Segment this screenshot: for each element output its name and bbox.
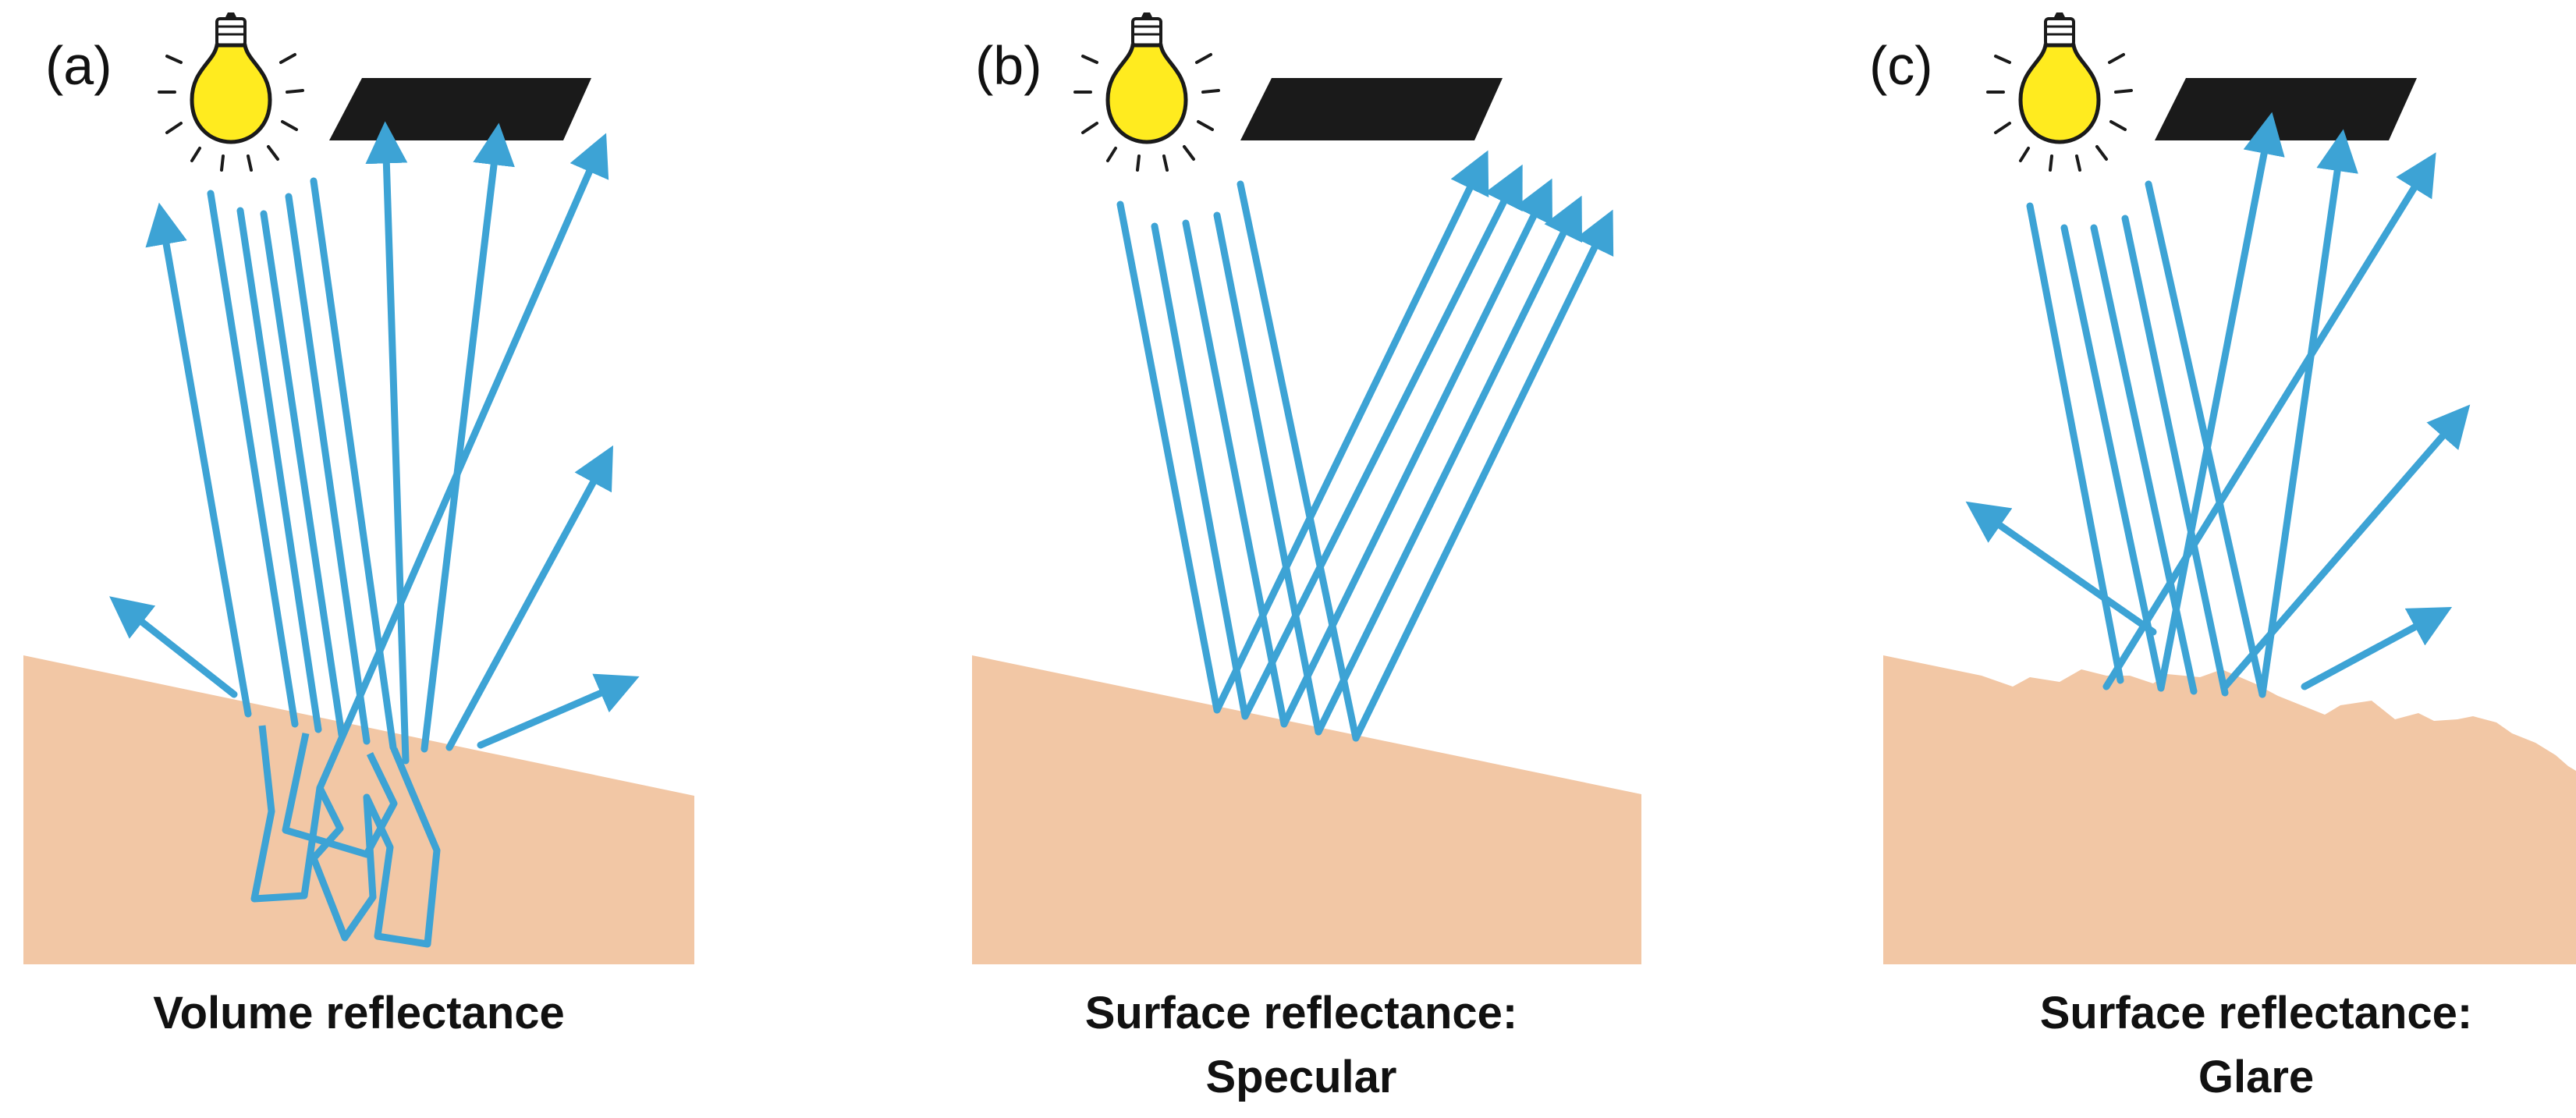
lightbulb-icon [1988, 12, 2131, 170]
panel-label-b: (b) [975, 35, 1042, 96]
skin-surface [972, 655, 1641, 964]
detector-plate [2155, 78, 2417, 140]
reflected-rays [1213, 150, 1614, 742]
panel-a: (a) Volume reflectance [23, 12, 694, 1038]
caption-c-line-1: Surface reflectance: [2040, 988, 2472, 1038]
scattered-paths [250, 725, 441, 948]
reflected-rays [109, 121, 640, 792]
reflected-rays [1965, 112, 2471, 698]
panel-c: (c) Surface reflectance: Glare [1869, 12, 2576, 1102]
lightbulb-icon [1075, 12, 1219, 170]
detector-plate [329, 78, 591, 140]
incident-rays [1116, 180, 1360, 742]
rough-skin-surface [1883, 655, 2576, 964]
caption-b-line-2: Specular [1206, 1052, 1397, 1102]
caption-a-line-1: Volume reflectance [153, 988, 565, 1038]
lightbulb-icon [159, 12, 303, 170]
skin-surface [23, 655, 694, 964]
caption-c-line-2: Glare [2198, 1052, 2314, 1102]
panel-b: (b) Surface reflectance: Specular [972, 12, 1641, 1102]
caption-b-line-1: Surface reflectance: [1085, 988, 1517, 1038]
incident-rays [2026, 180, 2266, 698]
detector-plate [1240, 78, 1503, 140]
panel-label-c: (c) [1869, 35, 1933, 96]
panel-label-a: (a) [45, 35, 112, 96]
